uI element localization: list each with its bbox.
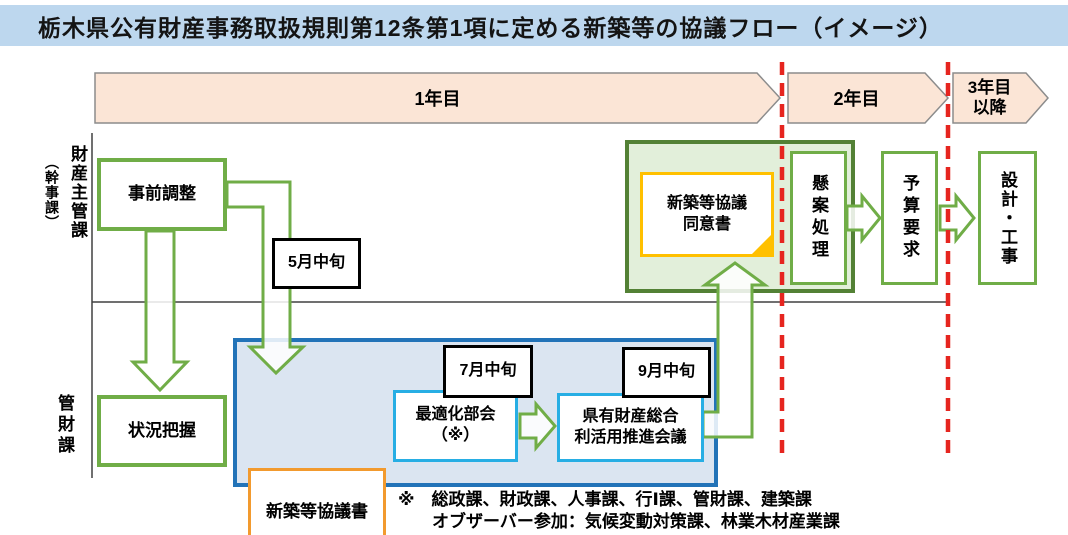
box-consent-document: 新築等協議 同意書 — [640, 172, 774, 257]
arrow-down-to-status-grasp — [129, 229, 191, 393]
box-consultation-document: 新築等協議書 — [248, 468, 386, 535]
timeline-year1-label: 1年目 — [414, 89, 461, 109]
box-optimization-subcommittee: 最適化部会 （※） — [393, 390, 518, 462]
footnote-line-1: ※ 総政課、財政課、人事課、行Ⅰ課、管財課、建築課 — [398, 490, 812, 509]
box-budget-request: 予算要求 — [881, 151, 938, 285]
box-status-grasp: 状況把握 — [97, 395, 227, 467]
label-july-mid: 7月中旬 — [443, 345, 533, 398]
label-september-mid: 9月中旬 — [622, 347, 711, 398]
box-utilization-promotion-council: 県有財産総合 利活用推進会議 — [557, 393, 704, 462]
box-pending-issues: 懸案処理 — [790, 151, 847, 285]
lane-label-kanzai-division: 管財課 — [55, 394, 74, 457]
footnote: ※ 総政課、財政課、人事課、行Ⅰ課、管財課、建築課 オブザーバー参加：気候変動対… — [398, 489, 840, 533]
lane-label-property-management-division: （幹事課） 財産主管課 — [44, 144, 87, 240]
footnote-line-2: オブザーバー参加：気候変動対策課、林業木材産業課 — [432, 512, 840, 531]
label-may-mid: 5月中旬 — [272, 238, 361, 289]
folded-corner-icon — [752, 235, 771, 254]
title-bar: 栃木県公有財産事務取扱規則第12条第1項に定める新築等の協議フロー（イメージ） — [0, 5, 1068, 46]
lane-label-secretariat: （幹事課） — [44, 154, 60, 230]
box-prior-adjustment: 事前調整 — [97, 158, 227, 231]
box-design-construction: 設計・工事 — [978, 151, 1037, 285]
page-title: 栃木県公有財産事務取扱規則第12条第1項に定める新築等の協議フロー（イメージ） — [38, 14, 943, 41]
timeline-year2-label: 2年目 — [833, 89, 880, 109]
arrow-right-to-design — [938, 191, 976, 245]
timeline-year3-label: 3年目 以降 — [967, 78, 1012, 117]
